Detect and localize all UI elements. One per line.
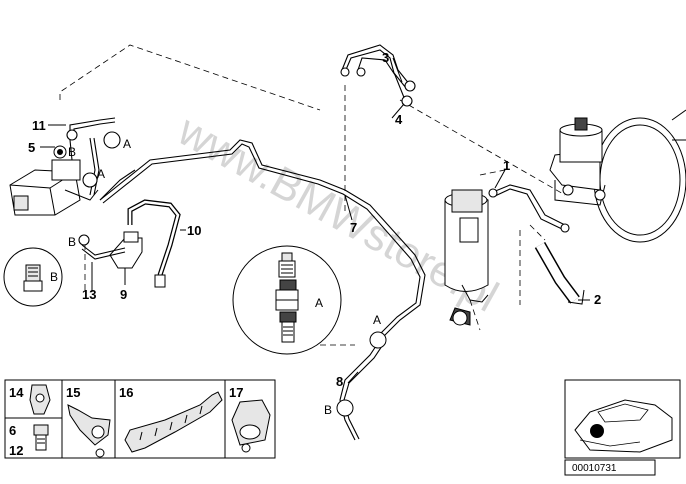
car-location-thumbnail: 00010731 (564, 379, 681, 476)
callout-8: 8 (336, 374, 343, 389)
hydraulic-unit (9, 145, 99, 216)
detail-markers (336, 331, 387, 417)
callout-5: 5 (28, 140, 35, 155)
letter-b-pipe: B (324, 403, 332, 417)
callout-9: 9 (120, 287, 127, 302)
pressure-accumulator (444, 189, 489, 326)
part-15-clip (67, 404, 111, 458)
callout-7: 7 (350, 220, 357, 235)
small-parts-grid (4, 379, 276, 459)
callout-16: 16 (119, 385, 133, 400)
reference-number: 00010731 (572, 463, 617, 474)
callout-6: 6 (9, 423, 16, 438)
part-17-clip (231, 399, 271, 453)
callout-14: 14 (9, 385, 24, 400)
brake-pipe-11 (66, 117, 136, 201)
callout-17: 17 (229, 385, 243, 400)
letter-a-upper: A (123, 137, 131, 151)
detail-b-fitting (3, 247, 63, 307)
brake-pipe-13 (78, 234, 126, 260)
detail-a-fitting (232, 245, 342, 355)
letter-a-hydraulic: A (97, 167, 105, 181)
bracket-9 (109, 231, 143, 269)
letter-a-pipe: A (373, 313, 381, 327)
callout-4: 4 (395, 112, 403, 127)
callout-3: 3 (382, 50, 389, 65)
letter-b-upper: B (68, 145, 76, 159)
part-14-clip (29, 384, 51, 415)
brake-pipe-3-4 (340, 44, 416, 107)
brake-pipe-1 (488, 184, 570, 233)
callout-13: 13 (82, 287, 96, 302)
small-parts-labels: 14 6 12 15 16 17 (9, 385, 243, 458)
detail-letters: B A A B B A A B (50, 137, 381, 417)
callout-12: 12 (9, 443, 23, 458)
brake-pipe-8 (339, 339, 385, 441)
callout-15: 15 (66, 385, 80, 400)
callout-leaders (40, 57, 590, 384)
brake-pipe-7 (99, 139, 426, 341)
callout-11: 11 (32, 118, 46, 133)
letter-a-detail: A (315, 296, 323, 310)
brake-hose-2 (534, 242, 585, 305)
leader-lines (59, 44, 566, 346)
brake-hose-10 (127, 199, 181, 288)
master-cylinder-brake-booster (549, 109, 686, 243)
letter-b-detail: B (50, 270, 58, 284)
letter-b-hose: B (68, 235, 76, 249)
callout-1: 1 (503, 158, 510, 173)
part-16-holder (124, 391, 223, 453)
callout-labels: 1 2 3 4 5 7 8 9 10 11 13 (28, 50, 601, 389)
callout-2: 2 (594, 292, 601, 307)
part-6-12-nut (33, 424, 49, 451)
callout-10: 10 (187, 223, 201, 238)
